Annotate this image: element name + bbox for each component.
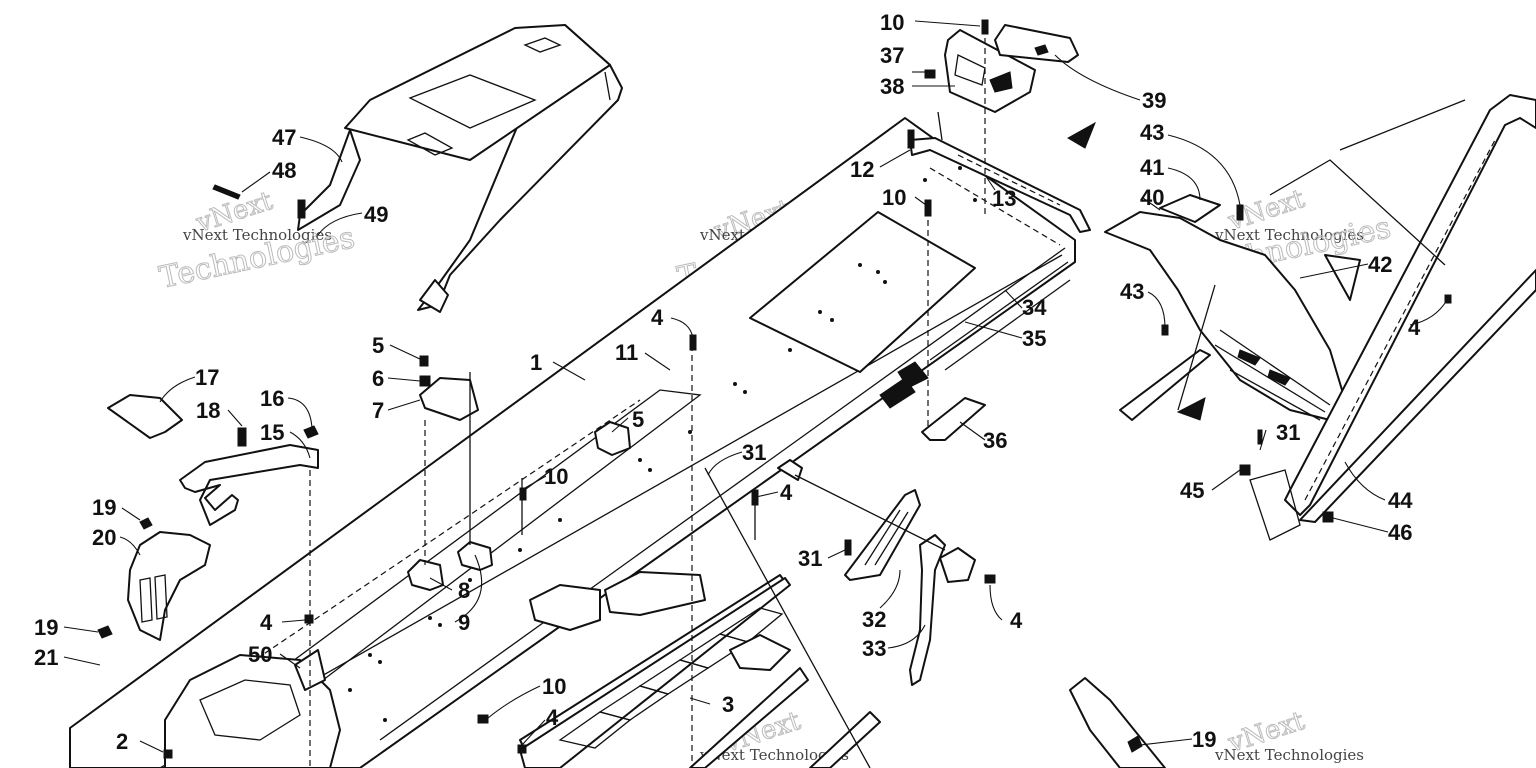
callout-label: 19 <box>92 495 116 520</box>
callout-label: 17 <box>195 365 219 390</box>
callout-label: 31 <box>798 546 822 571</box>
callout-label: 34 <box>1022 295 1047 320</box>
footrest-traction-pads <box>558 607 784 749</box>
arrow-indicator-upper <box>1066 121 1096 149</box>
callout-label: 9 <box>458 610 470 635</box>
callout-label: 16 <box>260 386 284 411</box>
watermark-caption: vNext Technologies <box>1214 226 1364 244</box>
callout-label: 37 <box>880 43 904 68</box>
callout-numbers: 10 37 38 39 12 13 10 43 41 40 42 43 4 47… <box>34 10 1421 754</box>
callout-label: 6 <box>372 366 384 391</box>
callout-label: 19 <box>34 615 58 640</box>
fasteners <box>163 19 1452 759</box>
callout-label: 50 <box>248 642 272 667</box>
callout-label: 4 <box>1408 315 1421 340</box>
callout-label: 43 <box>1120 279 1144 304</box>
taillight-assembly <box>944 24 1079 113</box>
callout-label: 32 <box>862 607 886 632</box>
leader-lines <box>63 20 1448 753</box>
callout-label: 47 <box>272 125 296 150</box>
tunnel-decal <box>879 261 1071 409</box>
callout-label: 49 <box>364 202 388 227</box>
callout-label: 46 <box>1388 520 1412 545</box>
rear-bracket <box>909 111 1091 233</box>
callout-label: 8 <box>458 578 470 603</box>
callout-label: 3 <box>722 692 734 717</box>
seat-assembly <box>297 24 623 313</box>
rear-bumper <box>1249 94 1536 541</box>
callout-label: 1 <box>530 350 542 375</box>
callout-label: 40 <box>1140 185 1164 210</box>
direction-arrows <box>1066 121 1206 421</box>
watermark-caption: vNext Technologies <box>1214 746 1364 764</box>
callout-label: 15 <box>260 420 284 445</box>
callout-label: 45 <box>1180 478 1204 503</box>
running-board <box>519 571 881 768</box>
callout-label: 36 <box>983 428 1007 453</box>
callout-label: 35 <box>1022 326 1046 351</box>
callout-label: 10 <box>544 464 568 489</box>
bracket-36 <box>921 397 986 441</box>
snowflap-assembly <box>1104 194 1361 421</box>
watermark-caption: vNext Technologies <box>699 746 849 764</box>
callout-label: 2 <box>116 729 128 754</box>
left-brackets <box>97 394 319 641</box>
callout-label: 7 <box>372 398 384 423</box>
callout-label: 39 <box>1142 88 1166 113</box>
callout-label: 10 <box>542 674 566 699</box>
callout-label: 4 <box>546 705 559 730</box>
callout-label: 4 <box>780 480 793 505</box>
callout-label: 18 <box>196 398 220 423</box>
deck-rivets <box>348 166 977 722</box>
callout-label: 20 <box>92 525 116 550</box>
callout-label: 10 <box>882 185 906 210</box>
watermark-caption: vNext Technologies <box>182 226 332 244</box>
callout-label: 43 <box>1140 120 1164 145</box>
grab-strap <box>844 489 976 686</box>
callout-label: 38 <box>880 74 904 99</box>
callout-label: 42 <box>1368 252 1392 277</box>
callout-label: 13 <box>992 186 1016 211</box>
front-right-bracket <box>1069 677 1166 768</box>
callout-label: 5 <box>632 407 644 432</box>
callout-label: 48 <box>272 158 296 183</box>
callout-label: 41 <box>1140 155 1164 180</box>
arrow-indicator-lower <box>1176 397 1206 421</box>
callout-label: 11 <box>615 340 638 365</box>
mid-brackets <box>407 377 803 591</box>
callout-label: 4 <box>260 610 273 635</box>
callout-label: 12 <box>850 157 874 182</box>
callout-label: 44 <box>1388 488 1413 513</box>
assembly-lines <box>309 38 1216 768</box>
callout-label: 33 <box>862 636 886 661</box>
callout-label: 21 <box>34 645 58 670</box>
callout-label: 19 <box>1192 727 1216 752</box>
callout-label: 10 <box>880 10 904 35</box>
callout-label: 31 <box>1276 420 1300 445</box>
callout-label: 4 <box>651 305 664 330</box>
callout-label: 4 <box>1010 608 1023 633</box>
callout-label: 31 <box>742 440 766 465</box>
callout-label: 5 <box>372 333 384 358</box>
